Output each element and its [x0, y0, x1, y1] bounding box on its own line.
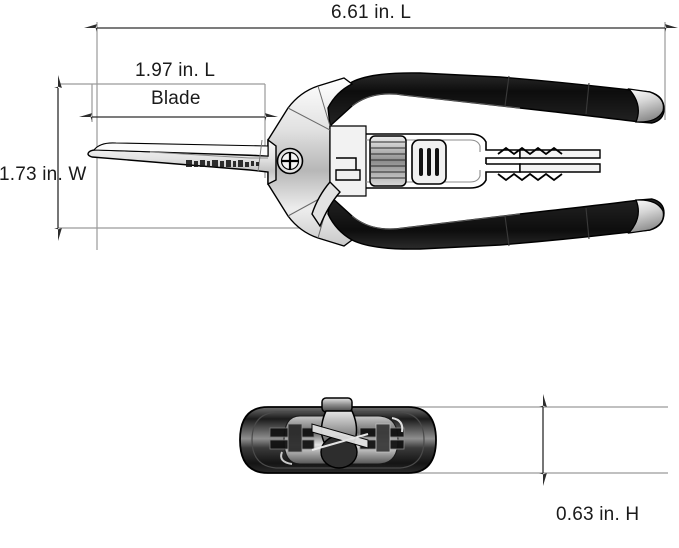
dimension-blade-length [58, 83, 278, 178]
dimension-label-overall-width: 1.73 in. W [0, 164, 87, 185]
long-nose-jaws [87, 138, 277, 186]
dimension-overall-length [84, 22, 678, 250]
dimension-label-overall-height: 0.63 in. H [556, 504, 640, 525]
handle-lower [327, 194, 665, 250]
pivot-screw [276, 147, 304, 175]
lock-tab-plate [411, 139, 447, 185]
end-view-internals [269, 417, 405, 465]
dimension-overall-height [408, 394, 668, 486]
dimension-label-overall-length: 6.61 in. L [331, 2, 412, 23]
handle-upper [327, 72, 665, 128]
product-end-view [239, 397, 437, 474]
dimension-overall-width [54, 75, 340, 241]
product-side-view [87, 72, 665, 250]
brand-marking [186, 160, 259, 167]
dimension-label-blade-length: 1.97 in. L [135, 60, 216, 81]
dimension-label-blade-caption: Blade [151, 88, 201, 109]
wire-stripper-notches [497, 146, 601, 182]
internal-mechanism [311, 133, 601, 228]
coil-spring [369, 135, 407, 187]
